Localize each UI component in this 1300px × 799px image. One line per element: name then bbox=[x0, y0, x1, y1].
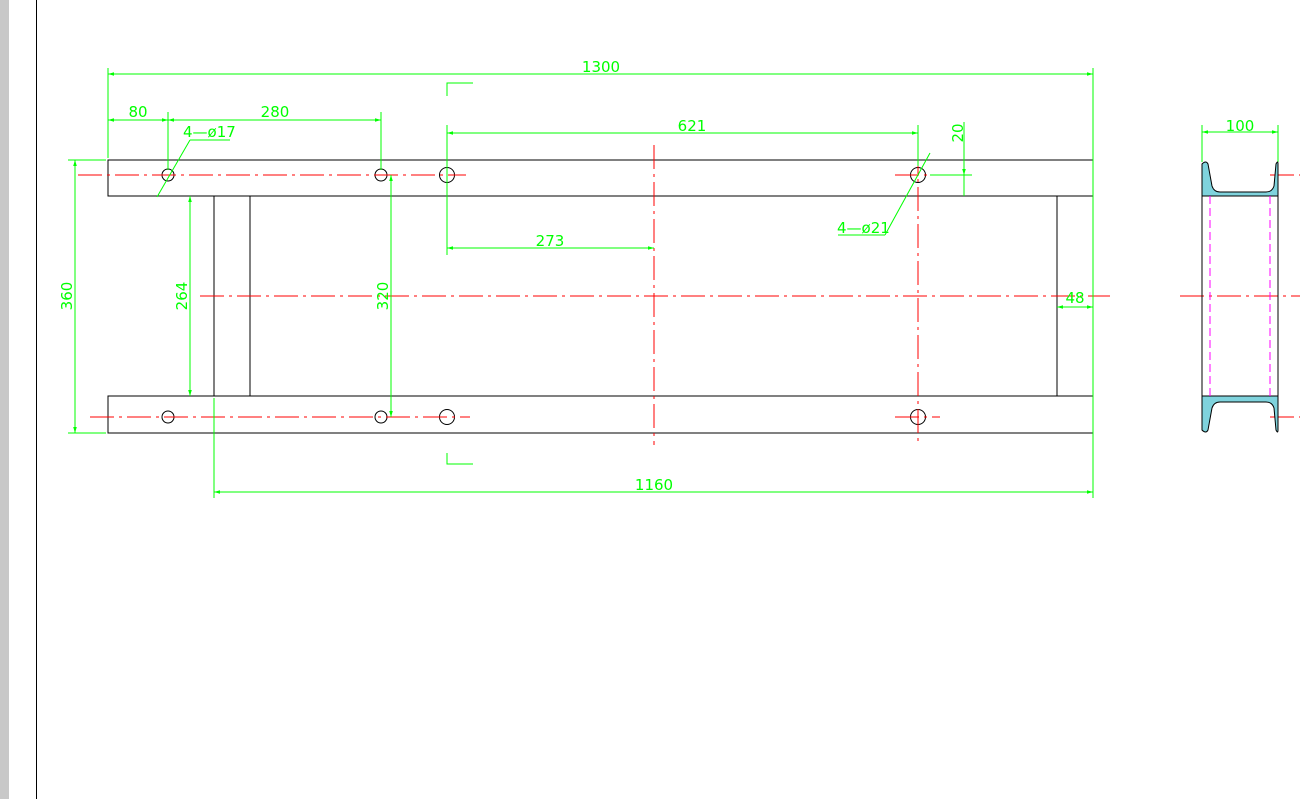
dim-inner-height: 264 bbox=[173, 282, 191, 311]
dim-rail-thickness: 20 bbox=[949, 123, 967, 142]
dim-overall-length: 1300 bbox=[582, 58, 620, 76]
section-bottom-channel bbox=[1201, 395, 1279, 433]
callout-small-holes: 4—ø17 bbox=[183, 123, 236, 141]
viewport-left-rule bbox=[36, 0, 37, 799]
section-top-channel bbox=[1201, 161, 1279, 197]
section-cut-marker-icon bbox=[446, 82, 473, 465]
bottom-rail bbox=[107, 395, 1094, 434]
dim-hole-rows-spacing: 320 bbox=[374, 282, 392, 311]
callout-large-holes: 4—ø21 bbox=[837, 219, 890, 237]
top-rail bbox=[107, 159, 1094, 197]
dim-center-offset: 273 bbox=[536, 232, 565, 250]
center-lines bbox=[78, 145, 1300, 445]
dim-end-clearance: 48 bbox=[1065, 289, 1084, 307]
dim-hole-offset-left: 80 bbox=[128, 103, 147, 121]
dim-hole-spacing-right: 621 bbox=[678, 117, 707, 135]
viewport-left-strip bbox=[0, 0, 9, 799]
section-view bbox=[1201, 161, 1279, 433]
dim-inner-length: 1160 bbox=[635, 476, 673, 494]
dim-section-width: 100 bbox=[1226, 117, 1255, 135]
dim-overall-height: 360 bbox=[58, 282, 76, 311]
dim-hole-spacing-left: 280 bbox=[261, 103, 290, 121]
dimensions: 1300 80 280 4—ø17 621 20 4—ø21 273 bbox=[58, 58, 1279, 498]
